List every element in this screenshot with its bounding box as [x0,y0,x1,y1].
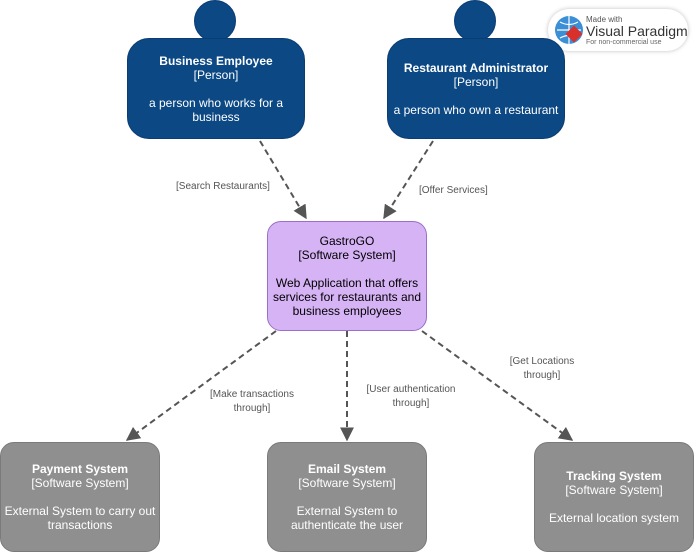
edge-label-make-transactions: [Make transactions through] [202,388,302,416]
node-title: Restaurant Administrator [403,60,549,75]
edge-make-transactions [125,330,277,441]
badge-brand: Visual Paradigm [586,23,688,39]
node-description: External System to carry out transaction… [4,504,156,532]
edge-get-locations [421,330,574,441]
edge-search-restaurants [259,140,307,220]
restaurant-admin-head-icon [454,0,496,42]
node-type: [Software System] [298,248,396,262]
edge-label-user-authentication: [User authentication through] [356,383,466,411]
node-description: a person who own a restaurant [393,102,559,117]
node-description: External location system [548,511,680,525]
node-description: External System to authenticate the user [290,504,404,532]
node-title: Business Employee [159,53,273,68]
edge-label-get-locations: [Get Locations through] [499,355,585,383]
node-title: Email System [307,462,387,476]
node-type: [Software System] [298,476,396,490]
node-type: [Software System] [565,483,663,497]
node-title: GastroGO [319,234,375,248]
edge-label-search-restaurants: [Search Restaurants] [176,180,270,194]
badge-usage: For non-commercial use [586,39,662,46]
business-employee-node[interactable]: Business Employee [Person] a person who … [127,38,305,139]
edge-label-offer-services: [Offer Services] [419,184,488,198]
visual-paradigm-badge[interactable]: Made with Visual Paradigm For non-commer… [548,9,688,51]
email-system-node[interactable]: Email System [Software System] External … [267,442,427,552]
business-employee-head-icon [194,0,236,42]
gastrogo-node[interactable]: GastroGO [Software System] Web Applicati… [267,221,427,331]
restaurant-administrator-node[interactable]: Restaurant Administrator [Person] a pers… [387,38,565,139]
node-type: [Person] [193,67,239,82]
node-description: a person who works for a business [148,95,284,124]
badge-made-with: Made with [586,15,623,24]
tracking-system-node[interactable]: Tracking System [Software System] Extern… [534,442,694,552]
payment-system-node[interactable]: Payment System [Software System] Externa… [0,442,160,552]
node-type: [Person] [453,74,499,89]
node-title: Tracking System [566,469,662,483]
node-title: Payment System [31,462,129,476]
node-description: Web Application that offers services for… [272,276,422,318]
node-type: [Software System] [31,476,129,490]
visual-paradigm-logo-icon [555,16,583,44]
edge-offer-services [383,140,434,220]
